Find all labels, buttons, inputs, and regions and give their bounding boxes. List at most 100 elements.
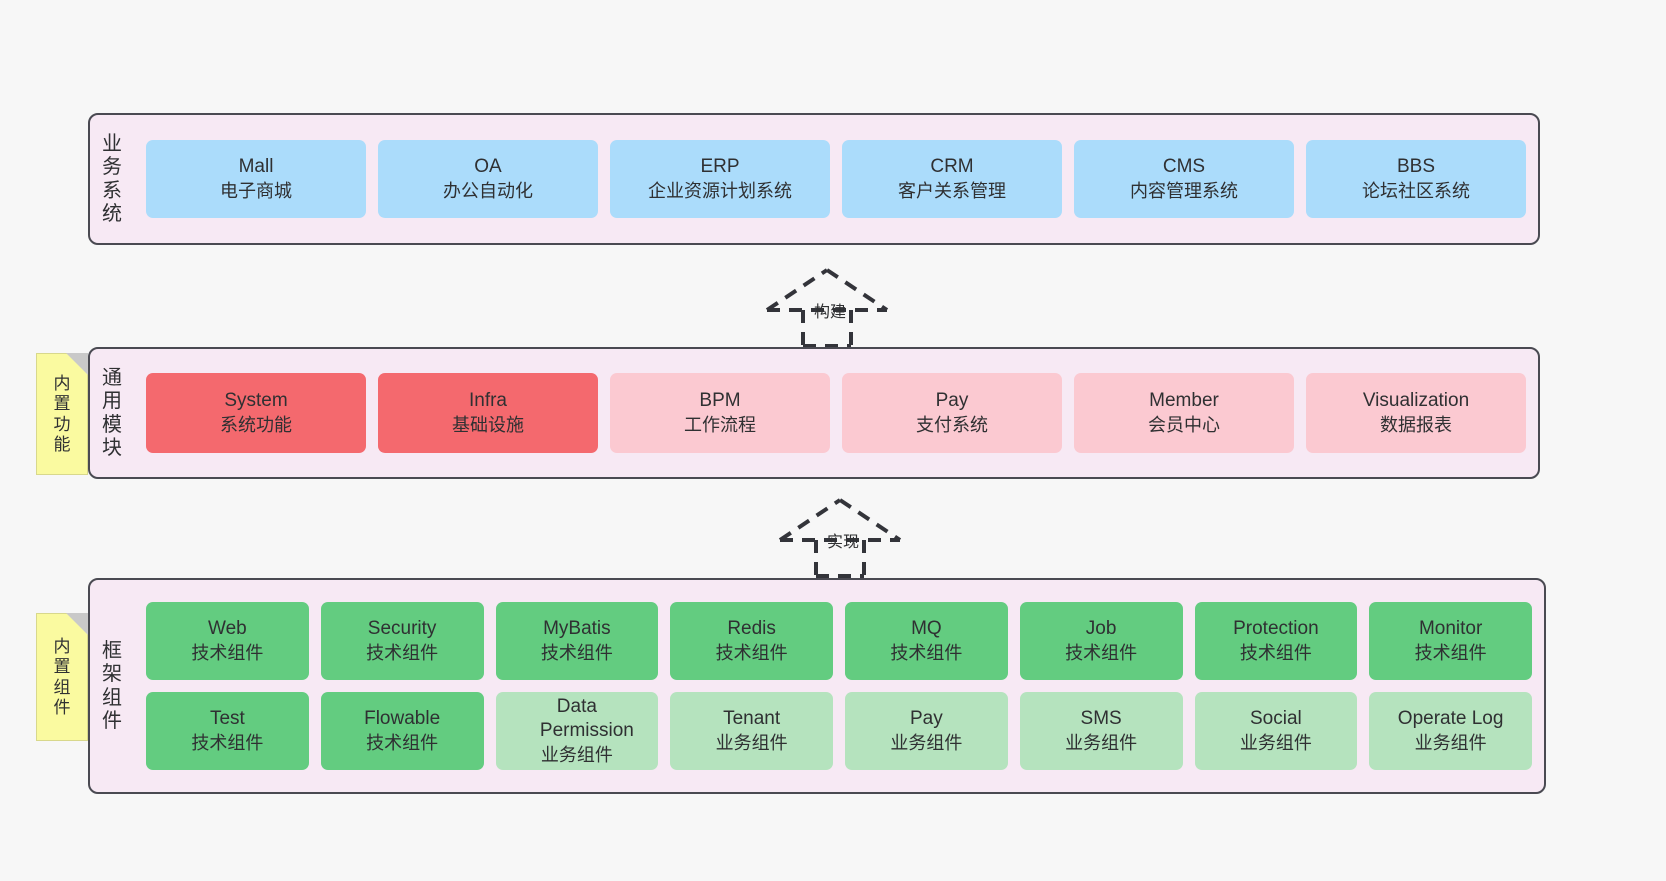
card-bpm[interactable]: BPM 工作流程 xyxy=(610,373,830,453)
card-mq[interactable]: MQ 技术组件 xyxy=(845,602,1008,680)
arrow-head-left xyxy=(765,268,829,312)
arrow-head-left xyxy=(778,498,842,542)
note-char: 置 xyxy=(53,394,71,414)
connector-implement: 实现 xyxy=(768,492,948,578)
label-char: 组 xyxy=(102,686,122,709)
layer-label-business-system: 业 务 系 统 xyxy=(90,115,134,243)
card-pay-component[interactable]: Pay 业务组件 xyxy=(845,692,1008,770)
card-title: Social xyxy=(1250,708,1302,730)
card-social[interactable]: Social 业务组件 xyxy=(1194,692,1358,770)
card-title: Monitor xyxy=(1418,618,1483,640)
label-char: 业 xyxy=(102,132,122,155)
card-subtitle: 技术组件 xyxy=(191,642,264,663)
card-crm[interactable]: CRM 客户关系管理 xyxy=(842,140,1062,218)
card-infra[interactable]: Infra 基础设施 xyxy=(378,373,598,453)
card-subtitle: 技术组件 xyxy=(890,642,963,663)
card-subtitle: 支付系统 xyxy=(916,414,988,435)
card-subtitle: 技术组件 xyxy=(366,732,439,753)
card-redis[interactable]: Redis 技术组件 xyxy=(670,602,833,680)
note-char: 内 xyxy=(53,636,71,656)
note-fold-corner xyxy=(66,353,88,375)
card-subtitle: 办公自动化 xyxy=(443,180,533,201)
card-member[interactable]: Member 会员中心 xyxy=(1074,373,1294,453)
card-title: Visualization xyxy=(1362,390,1470,412)
card-title: Protection xyxy=(1233,618,1319,640)
card-title: CMS xyxy=(1162,156,1206,178)
card-subtitle: 业务组件 xyxy=(715,732,788,753)
card-subtitle: 业务组件 xyxy=(890,732,963,753)
card-subtitle: 论坛社区系统 xyxy=(1362,180,1470,201)
card-title: ERP xyxy=(700,156,740,178)
card-bbs[interactable]: BBS 论坛社区系统 xyxy=(1306,140,1526,218)
card-title: MyBatis xyxy=(543,618,611,640)
card-subtitle: 会员中心 xyxy=(1148,414,1220,435)
card-subtitle: 技术组件 xyxy=(1239,642,1312,663)
card-flowable[interactable]: Flowable 技术组件 xyxy=(320,692,484,770)
connector-label-build: 构建 xyxy=(814,304,847,321)
note-char: 件 xyxy=(53,697,71,717)
card-protection[interactable]: Protection 技术组件 xyxy=(1194,602,1358,680)
label-char: 模 xyxy=(102,413,122,436)
card-title: Pay xyxy=(935,390,969,412)
label-char: 框 xyxy=(102,639,122,662)
card-subtitle: 业务组件 xyxy=(1065,732,1138,753)
card-pay-module[interactable]: Pay 支付系统 xyxy=(842,373,1062,453)
card-title: SMS xyxy=(1080,708,1122,730)
card-mall[interactable]: Mall 电子商城 xyxy=(146,140,366,218)
card-subtitle: 电子商城 xyxy=(220,180,292,201)
card-job[interactable]: Job 技术组件 xyxy=(1019,602,1183,680)
connector-build: 构建 xyxy=(755,262,935,348)
layer-label-common-module: 通 用 模 块 xyxy=(90,349,134,477)
card-title: Operate Log xyxy=(1397,708,1504,730)
connector-label-implement: 实现 xyxy=(827,534,860,551)
card-title: Job xyxy=(1085,618,1117,640)
label-char: 块 xyxy=(102,436,122,459)
note-char: 置 xyxy=(53,657,71,677)
card-erp[interactable]: ERP 企业资源计划系统 xyxy=(610,140,830,218)
card-title: Member xyxy=(1149,390,1219,412)
card-grid-framework-component: Web 技术组件 Security 技术组件 MyBatis 技术组件 Redi… xyxy=(134,580,1544,792)
card-title: Infra xyxy=(468,390,508,412)
card-tenant[interactable]: Tenant 业务组件 xyxy=(670,692,833,770)
card-security[interactable]: Security 技术组件 xyxy=(320,602,484,680)
label-char: 系 xyxy=(102,179,122,202)
card-test[interactable]: Test 技术组件 xyxy=(146,692,309,770)
card-operate-log[interactable]: Operate Log 业务组件 xyxy=(1369,692,1532,770)
card-title: Web xyxy=(208,618,247,640)
card-mybatis[interactable]: MyBatis 技术组件 xyxy=(495,602,659,680)
card-title: Pay xyxy=(910,708,943,730)
card-subtitle: 数据报表 xyxy=(1380,414,1452,435)
card-grid-business-system: Mall 电子商城 OA 办公自动化 ERP 企业资源计划系统 CRM 客户关系… xyxy=(134,115,1538,243)
card-subtitle: 技术组件 xyxy=(1414,642,1487,663)
card-subtitle: 系统功能 xyxy=(220,414,292,435)
card-subtitle: 业务组件 xyxy=(540,744,613,765)
card-sms[interactable]: SMS 业务组件 xyxy=(1019,692,1183,770)
card-subtitle: 技术组件 xyxy=(715,642,788,663)
card-subtitle: 工作流程 xyxy=(684,414,756,435)
card-oa[interactable]: OA 办公自动化 xyxy=(378,140,598,218)
label-char: 务 xyxy=(102,156,122,179)
card-system[interactable]: System 系统功能 xyxy=(146,373,366,453)
note-char: 内 xyxy=(53,373,71,393)
card-data-permission[interactable]: Data Permission 业务组件 xyxy=(495,692,659,770)
label-char: 用 xyxy=(102,390,122,413)
card-subtitle: 企业资源计划系统 xyxy=(648,180,792,201)
card-visualization[interactable]: Visualization 数据报表 xyxy=(1306,373,1526,453)
card-monitor[interactable]: Monitor 技术组件 xyxy=(1369,602,1532,680)
layer-framework-component: 框 架 组 件 Web 技术组件 Security 技术组件 MyBatis 技… xyxy=(88,578,1546,794)
arrow-head-right xyxy=(838,498,902,542)
layer-label-framework-component: 框 架 组 件 xyxy=(90,580,134,792)
note-builtin-component: 内 置 组 件 xyxy=(36,613,88,741)
card-cms[interactable]: CMS 内容管理系统 xyxy=(1074,140,1294,218)
arrow-head-right xyxy=(825,268,889,312)
card-subtitle: 业务组件 xyxy=(1414,732,1487,753)
card-subtitle: 技术组件 xyxy=(366,642,439,663)
component-row-business: Test 技术组件 Flowable 技术组件 Data Permission … xyxy=(146,692,1532,770)
label-char: 架 xyxy=(102,663,122,686)
card-web[interactable]: Web 技术组件 xyxy=(146,602,309,680)
card-subtitle: 业务组件 xyxy=(1239,732,1312,753)
card-title: Test xyxy=(209,708,245,730)
card-title: CRM xyxy=(930,156,974,178)
label-char: 件 xyxy=(102,709,122,732)
